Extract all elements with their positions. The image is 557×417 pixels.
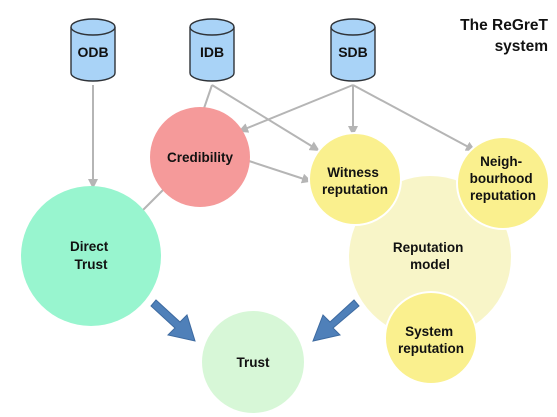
diagram-title: The ReGreT system [460, 17, 548, 55]
sdb-database-icon: SDB [330, 18, 376, 82]
witness-reputation-label: Witness reputation [322, 165, 388, 197]
neighbourhood-reputation-label: Neigh- bourhood reputation [470, 154, 537, 203]
title-line-1: The ReGreT [460, 17, 548, 34]
arrow-credibility-to-witness [248, 160, 312, 184]
direct-trust-node: Direct Trust [21, 186, 161, 326]
idb-database-icon: IDB [189, 18, 235, 82]
idb-label: IDB [200, 44, 224, 60]
direct-trust-label: Direct Trust [70, 239, 112, 272]
arrow-sdb-to-credibility [238, 84, 354, 133]
credibility-node: Credibility [150, 107, 250, 207]
odb-database-icon: ODB [70, 18, 116, 82]
arrow-sdb-to-neighbourhood [352, 84, 476, 151]
blue-arrow-direct-trust-to-trust [150, 299, 196, 342]
neighbourhood-reputation-node: Neigh- bourhood reputation [456, 136, 550, 230]
reputation-model-label: Reputation model [393, 240, 467, 272]
arrow-idb-to-witness [211, 84, 320, 152]
trust-node: Trust [202, 311, 304, 413]
system-reputation-node: System reputation [384, 291, 478, 385]
witness-reputation-node: Witness reputation [308, 132, 402, 226]
sdb-label: SDB [338, 44, 368, 60]
credibility-label: Credibility [167, 150, 234, 165]
odb-label: ODB [77, 44, 108, 60]
connector-arrows [88, 84, 476, 213]
blue-arrow-reputation-to-trust [312, 299, 360, 342]
title-line-2: system [495, 38, 548, 55]
trust-label: Trust [236, 355, 270, 370]
system-reputation-label: System reputation [398, 324, 464, 356]
